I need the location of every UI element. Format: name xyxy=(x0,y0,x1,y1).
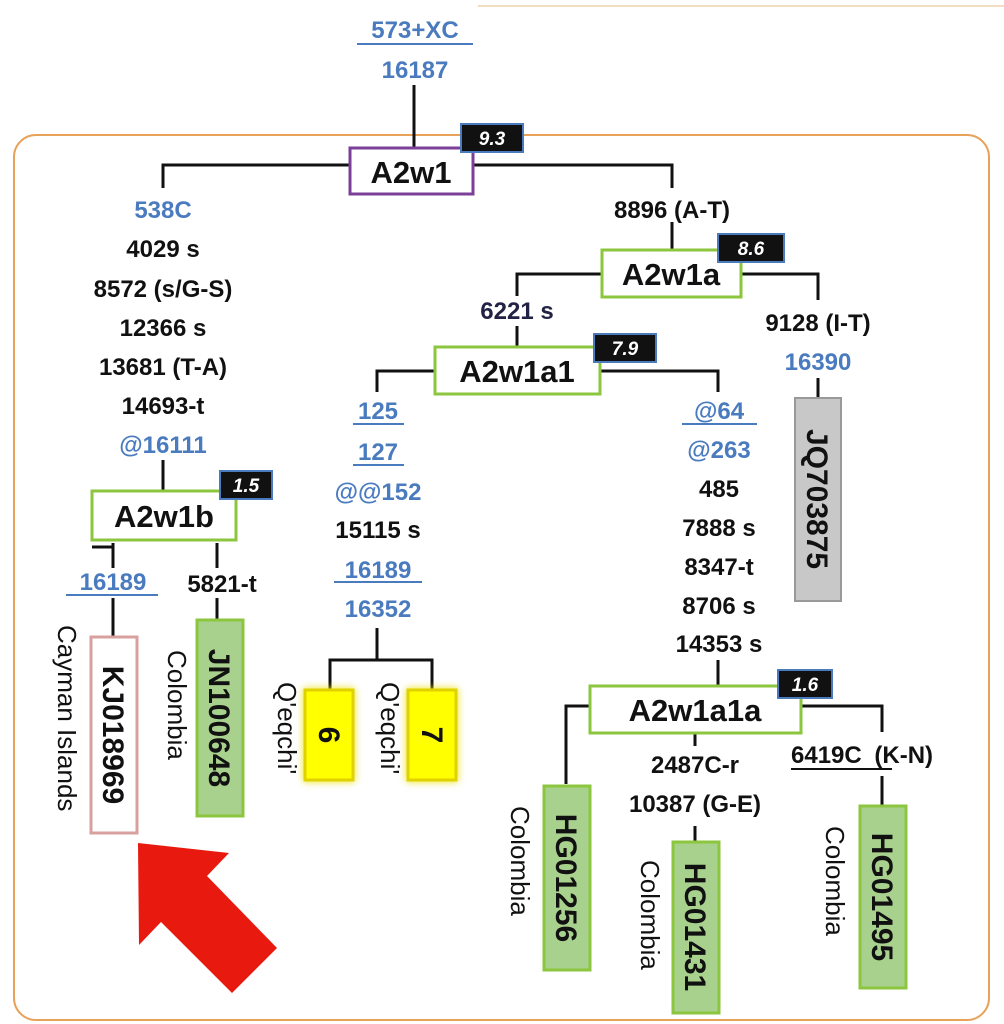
a2w1a1a-mid-mut-1: 10387 (G-E) xyxy=(629,791,761,818)
a2w1a1a-right-mut: 6419C (K-N) xyxy=(791,742,933,769)
a2w1b-left-mut: 16189 xyxy=(80,569,147,596)
a2w1a1-left-mut-2: @@152 xyxy=(335,479,422,506)
sample-hg01431: HG01431 Colombia xyxy=(635,840,721,1015)
sample-kj018969-id: KJ018969 xyxy=(96,666,129,804)
sample-7-place: Q'eqchi' xyxy=(375,682,405,774)
node-a2w1a1-label: A2w1a1 xyxy=(459,354,574,389)
node-a2w1b: A2w1b 1.5 xyxy=(90,470,273,542)
sample-6-place: Q'eqchi' xyxy=(272,682,302,774)
a2w1a1-right-mut-2: 485 xyxy=(699,476,739,503)
sample-6-id: 6 xyxy=(312,727,345,744)
node-a2w1b-label: A2w1b xyxy=(114,499,214,534)
node-a2w1-age: 9.3 xyxy=(479,129,506,150)
age-badge xyxy=(219,470,273,500)
node-a2w1a1a: A2w1a1a 1.6 xyxy=(588,669,833,735)
sample-7: 7 Q'eqchi' xyxy=(375,682,458,782)
left-mut-1: 4029 s xyxy=(126,236,199,263)
a2w1a1-left-mut-5: 16352 xyxy=(345,596,412,623)
node-a2w1-label: A2w1 xyxy=(371,155,452,190)
a2w1a-left-mut: 6221 s xyxy=(480,298,553,325)
sample-jq703875-id: JQ703875 xyxy=(800,429,833,569)
sample-hg01495-id: HG01495 xyxy=(865,833,898,961)
age-badge xyxy=(593,333,657,363)
a2w1a1-right-mut-3: 7888 s xyxy=(682,515,755,542)
a2w1a-right-mut-0: 9128 (I-T) xyxy=(765,310,870,337)
left-mut-0: 538C xyxy=(134,197,191,224)
node-a2w1a1a-label: A2w1a1a xyxy=(629,693,762,728)
node-a2w1a-age: 8.6 xyxy=(738,239,765,260)
sample-kj018969-place: Cayman Islands xyxy=(52,625,82,811)
left-mut-2: 8572 (s/G-S) xyxy=(94,276,233,303)
sample-jn100648-place: Colombia xyxy=(162,650,192,760)
sample-hg01256: HG01256 Colombia xyxy=(505,784,592,972)
node-a2w1a-label: A2w1a xyxy=(622,257,721,292)
a2w1b-right-mut: 5821-t xyxy=(187,571,256,598)
age-badge xyxy=(460,123,524,153)
age-badge xyxy=(777,669,833,699)
top-mutation-2: 16187 xyxy=(382,57,449,84)
sample-hg01256-id: HG01256 xyxy=(549,814,582,942)
tree-lines xyxy=(66,43,892,842)
age-badge xyxy=(717,233,785,263)
node-a2w1a1a-age: 1.6 xyxy=(792,675,819,696)
left-mut-3: 12366 s xyxy=(120,315,207,342)
a2w1a1a-right-change: (K-N) xyxy=(874,742,933,769)
a2w1a1-left-mut-0: 125 xyxy=(358,398,398,425)
sample-jn100648: JN100648 Colombia xyxy=(162,618,245,818)
left-mut-6: @16111 xyxy=(119,432,207,459)
node-a2w1b-age: 1.5 xyxy=(233,476,260,497)
sample-jn100648-id: JN100648 xyxy=(202,649,235,787)
node-a2w1: A2w1 9.3 xyxy=(348,123,524,196)
top-mutation-1: 573+XC xyxy=(371,17,458,44)
node-a2w1a1: A2w1a1 7.9 xyxy=(433,333,657,396)
a2w1a1a-right-pos: 6419C xyxy=(791,742,862,769)
right-mut-0: 8896 (A-T) xyxy=(614,197,730,224)
sample-hg01431-place: Colombia xyxy=(635,860,665,970)
sample-7-id: 7 xyxy=(415,727,448,744)
a2w1a1-left-mut-1: 127 xyxy=(358,439,398,466)
a2w1a1-right-mut-0: @64 xyxy=(694,398,745,425)
sample-hg01431-id: HG01431 xyxy=(678,863,711,991)
left-mut-5: 14693-t xyxy=(122,393,205,420)
a2w1a1-right-mut-5: 8706 s xyxy=(682,593,755,620)
left-mut-4: 13681 (T-A) xyxy=(99,354,227,381)
node-a2w1a1-age: 7.9 xyxy=(612,339,639,360)
sample-hg01495-place: Colombia xyxy=(820,826,850,936)
a2w1a1a-mid-mut-0: 2487C-r xyxy=(651,752,739,779)
sample-jq703875: JQ703875 xyxy=(794,397,842,602)
node-a2w1a: A2w1a 8.6 xyxy=(600,233,785,299)
a2w1a1-left-mut-3: 15115 s xyxy=(335,517,420,544)
red-arrow-icon xyxy=(138,843,277,993)
sample-kj018969: KJ018969 Cayman Islands xyxy=(52,625,139,835)
a2w1a1-right-mut-1: @263 xyxy=(687,437,750,464)
a2w1a1-left-mut-4: 16189 xyxy=(345,557,412,584)
sample-6: 6 Q'eqchi' xyxy=(272,682,355,782)
sample-hg01256-place: Colombia xyxy=(505,806,535,916)
a2w1a-right-mut-1: 16390 xyxy=(785,349,852,376)
sample-hg01495: HG01495 Colombia xyxy=(820,804,908,990)
a2w1a1-right-mut-6: 14353 s xyxy=(676,631,763,658)
a2w1a1-right-mut-4: 8347-t xyxy=(684,554,753,581)
